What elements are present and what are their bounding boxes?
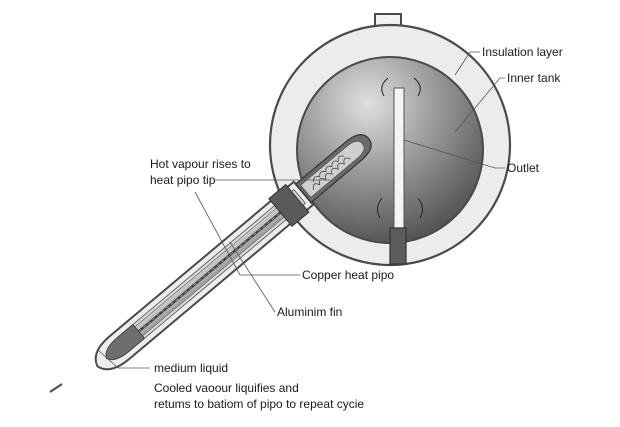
label-inner-tank: Inner tank [507, 71, 561, 85]
storage-tank [268, 13, 512, 267]
tube-tip [49, 383, 63, 393]
label-aluminium-fin: Aluminim fin [277, 305, 342, 319]
label-medium-liquid: medium liquid [154, 361, 228, 375]
evacuated-tube [49, 134, 372, 393]
inner-tank [296, 56, 484, 244]
vapour-bubbles [312, 155, 351, 190]
leader-lines [97, 51, 505, 369]
label-hot-vapour-line1: Hot vapour rises to [150, 157, 251, 171]
outlet-pipe [393, 87, 405, 229]
tube-seal [268, 183, 310, 228]
label-hot-vapour-line2: heat pipo tip [150, 173, 216, 187]
glass-tube [94, 134, 372, 371]
label-cooled-line1: Cooled vaoour liquifies and [154, 381, 299, 395]
convection-arrows [376, 77, 424, 219]
label-insulation-layer: Insulation layer [482, 45, 563, 59]
label-cooled-line2: retums to batiom of pipo to repeat cycie [154, 397, 364, 411]
outlet-base [389, 227, 407, 265]
label-outlet: Outlet [507, 161, 540, 175]
label-copper-heat-pipe: Copper heat pipo [302, 268, 394, 282]
